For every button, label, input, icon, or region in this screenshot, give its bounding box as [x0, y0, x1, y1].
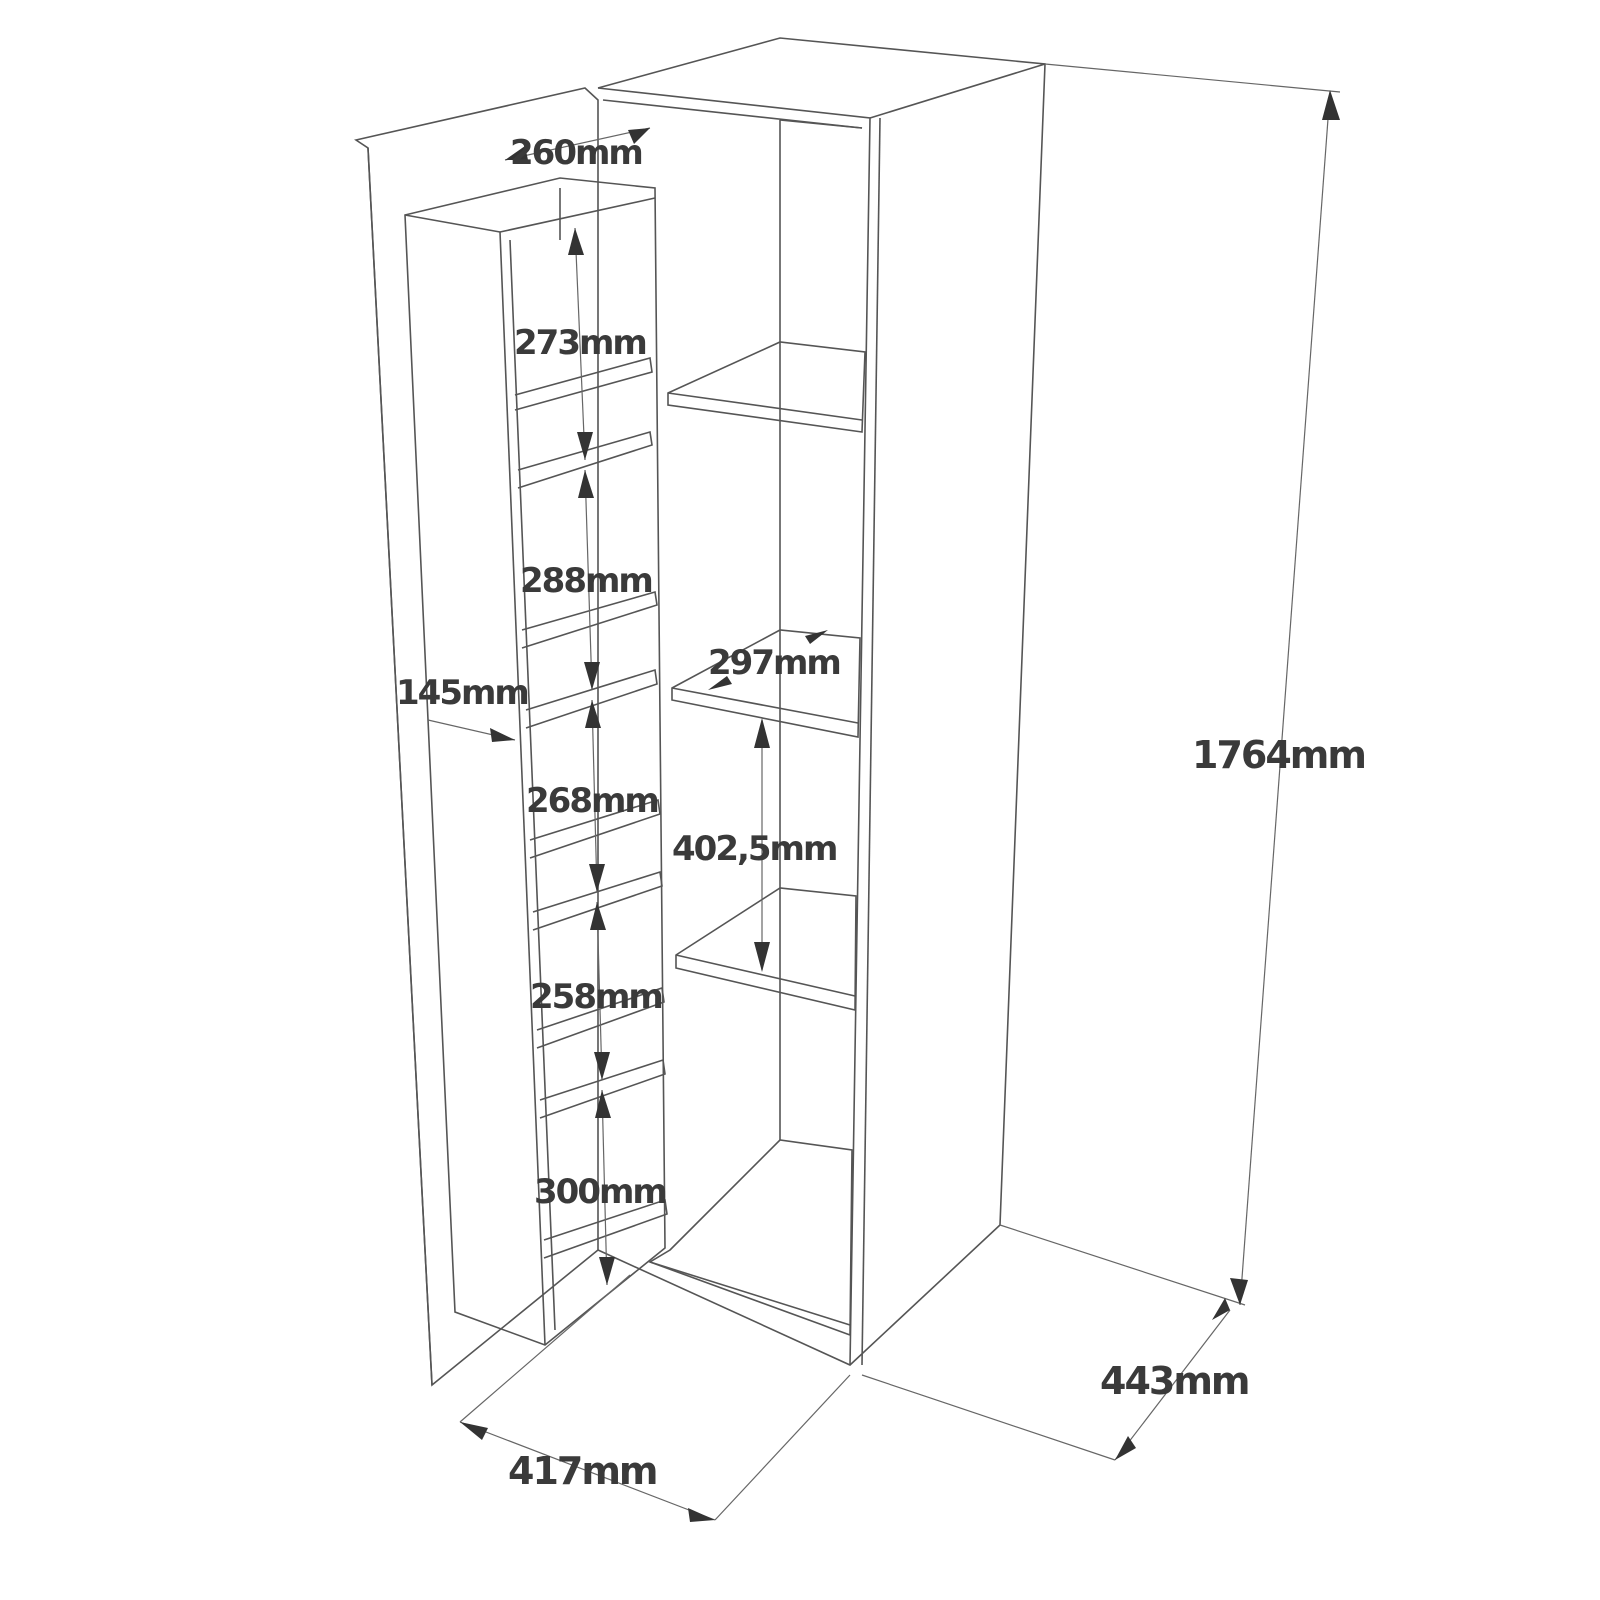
dim-288: 288mm: [520, 561, 654, 601]
dim-258: 258mm: [530, 977, 664, 1017]
dim-300: 300mm: [534, 1172, 668, 1212]
dim-297: 297mm: [708, 643, 842, 683]
dimension-lines: [427, 63, 1341, 1521]
dim-145: 145mm: [396, 673, 530, 713]
door-panel: [354, 87, 599, 1387]
dim-268: 268mm: [526, 781, 660, 821]
dim-1764: 1764mm: [1192, 733, 1367, 777]
dim-417: 417mm: [508, 1449, 659, 1493]
dim-273: 273mm: [514, 323, 648, 363]
dim-443: 443mm: [1100, 1359, 1251, 1403]
dim-402-5: 402,5mm: [672, 829, 838, 869]
arrowheads: [460, 90, 1340, 1522]
cabinet-carcass: [597, 37, 1046, 1366]
dim-260: 260mm: [510, 133, 644, 173]
